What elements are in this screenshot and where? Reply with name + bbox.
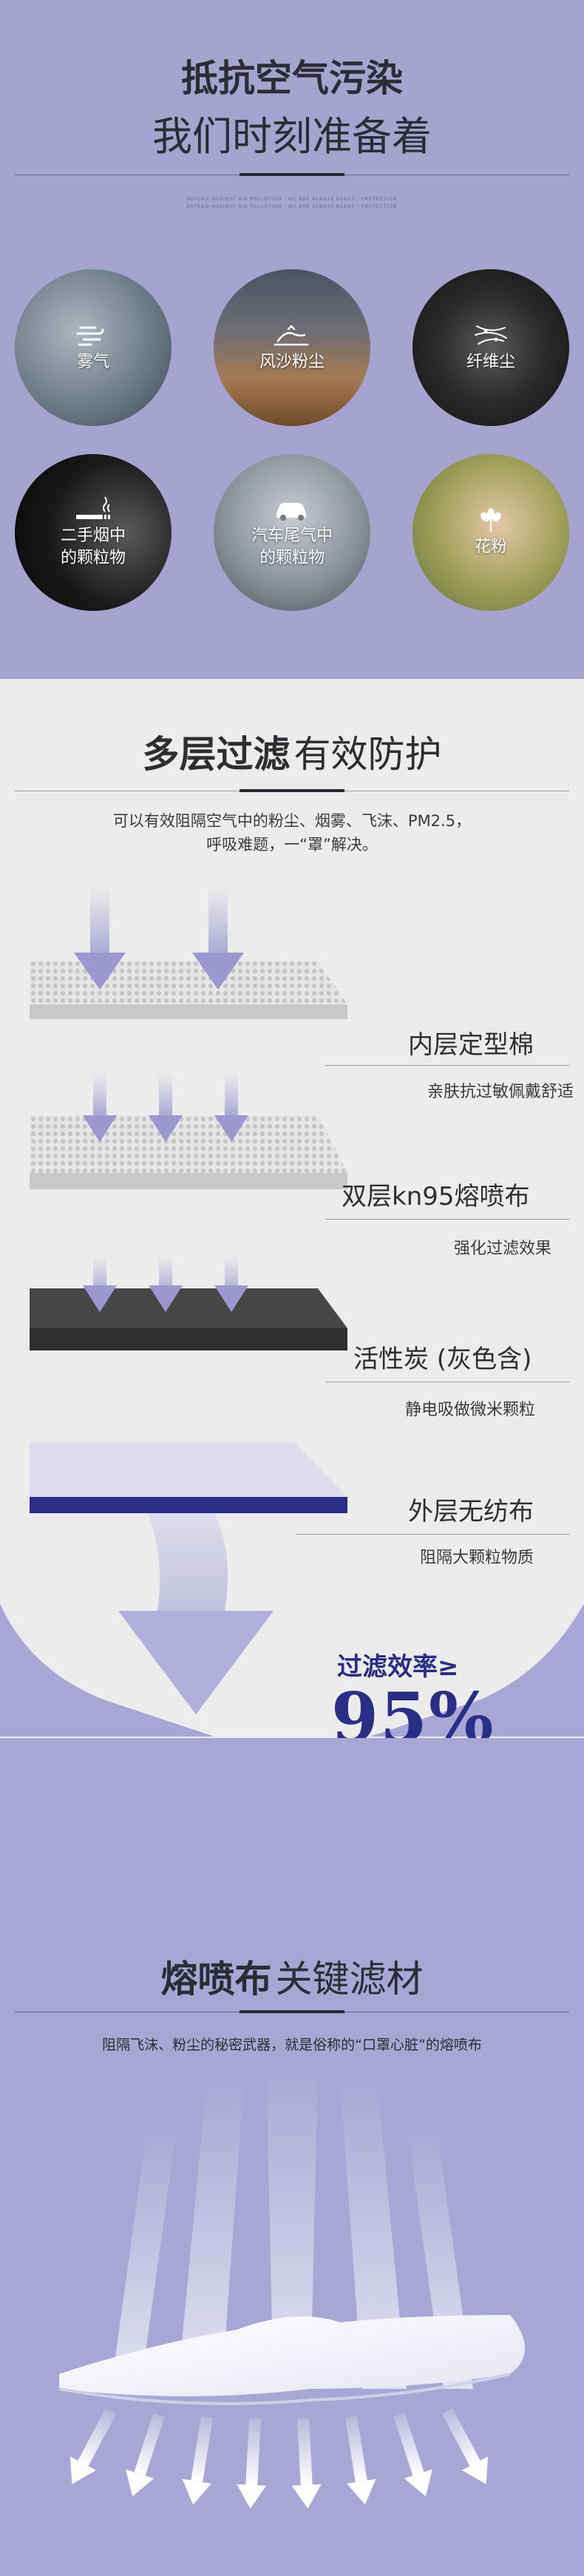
layer2-line xyxy=(325,1219,569,1220)
filter-layers-illustration xyxy=(0,886,584,1737)
efficiency-label: 过滤效率≥ xyxy=(337,1652,459,1682)
pollutant-label: 风沙粉尘 xyxy=(259,353,325,371)
pollutant-haze: 雾气 xyxy=(15,269,172,426)
car-exhaust-icon xyxy=(276,503,306,521)
pollutant-fiber-dust: 纤维尘 xyxy=(412,269,569,426)
layer1-sub: 亲肤抗过敏佩戴舒适 xyxy=(427,1083,574,1101)
hero-tiny-text-2: DEFEND AGAINST AIR POLLUTION · WE ARE AL… xyxy=(186,204,398,209)
haze-icon xyxy=(76,326,104,346)
meltblown-divider-accent xyxy=(240,2010,344,2013)
pollutant-label: 花粉 xyxy=(474,538,507,556)
hero-tiny-text: DEFEND AGAINST AIR POLLUTION · WE ARE AL… xyxy=(186,197,398,202)
pollutant-label: 二手烟中 的颗粒物 xyxy=(60,527,126,567)
layer4-sub: 阻隔大颗粒物质 xyxy=(420,1549,534,1567)
filter-divider-accent xyxy=(240,789,344,792)
layer3-title: 活性炭 (灰色含) xyxy=(353,1345,532,1374)
big-arrow-down xyxy=(118,1513,274,1714)
section-transition-shape xyxy=(0,1603,584,1737)
layer4-title: 外层无纺布 xyxy=(408,1497,534,1527)
pollutant-sandstorm: 风沙粉尘 xyxy=(214,269,370,426)
arrows-layer1 xyxy=(74,886,244,990)
meltblown-title-bold: 熔喷布 xyxy=(160,1958,272,2001)
layer1-title: 内层定型棉 xyxy=(408,1030,534,1060)
hero-title-line1: 抵抗空气污染 xyxy=(181,57,403,100)
layer-inner-cotton xyxy=(30,961,347,1019)
arrows-layer3 xyxy=(83,1256,248,1312)
layer1-line xyxy=(325,1065,569,1066)
filter-desc-line2: 呼吸难题，一“罩”解决。 xyxy=(206,836,378,853)
hero-title-line2: 我们时刻准备着 xyxy=(152,113,432,160)
cigarette-icon xyxy=(76,496,110,519)
pollutant-label: 汽车尾气中 的颗粒物 xyxy=(251,527,333,567)
hero-divider-accent xyxy=(240,173,344,176)
meltblown-title: 熔喷布 关键滤材 xyxy=(0,1950,584,2003)
sandstorm-icon xyxy=(274,325,309,346)
filter-section: 多层过滤 有效防护 可以有效阻隔空气中的粉尘、烟雾、飞沫、PM2.5， 呼吸难题… xyxy=(0,679,584,1738)
fiber-dust-icon xyxy=(475,325,507,345)
layer2-sub: 强化过滤效果 xyxy=(454,1240,552,1258)
pollutant-cigarette: 二手烟中 的颗粒物 xyxy=(15,454,172,611)
filter-title: 多层过滤 有效防护 xyxy=(0,725,584,778)
layer2-title: 双层kn95熔喷布 xyxy=(342,1182,530,1211)
meltblown-title-light: 关键滤材 xyxy=(275,1958,424,2001)
arrows-layer2 xyxy=(83,1072,248,1142)
filter-desc-line1: 可以有效阻隔空气中的粉尘、烟雾、飞沫、PM2.5， xyxy=(112,812,472,830)
meltblown-desc: 阻隔飞沫、粉尘的秘密武器，就是俗称的“口罩心脏”的熔喷布 xyxy=(102,2037,482,2053)
efficiency-value: 95% xyxy=(331,1677,495,1738)
pollutant-car-exhaust: 汽车尾气中 的颗粒物 xyxy=(214,454,370,611)
hero-section: 抵抗空气污染 我们时刻准备着 DEFEND AGAINST AIR POLLUT… xyxy=(0,0,584,679)
filter-title-light: 有效防护 xyxy=(293,733,442,776)
meltblown-section: 熔喷布 关键滤材 阻隔飞沫、粉尘的秘密武器，就是俗称的“口罩心脏”的熔喷布 xyxy=(0,1738,584,2576)
layer-kn95-meltblown xyxy=(30,1115,347,1189)
flower-icon xyxy=(481,508,501,532)
meltblown-illustration xyxy=(58,2063,525,2509)
pollutant-label: 纤维尘 xyxy=(466,353,515,371)
filter-title-bold: 多层过滤 xyxy=(142,733,291,776)
pollutant-pollen: 花粉 xyxy=(412,454,569,611)
layer-outer-nonwoven xyxy=(30,1442,347,1513)
layer-activated-carbon xyxy=(30,1288,347,1350)
pollutant-label: 雾气 xyxy=(76,353,109,371)
meltblown-fabric-sheet xyxy=(59,2315,525,2396)
layer3-sub: 静电吸做微米颗粒 xyxy=(405,1401,536,1419)
airflow-arrows xyxy=(69,2408,489,2509)
layer4-line xyxy=(296,1534,569,1535)
